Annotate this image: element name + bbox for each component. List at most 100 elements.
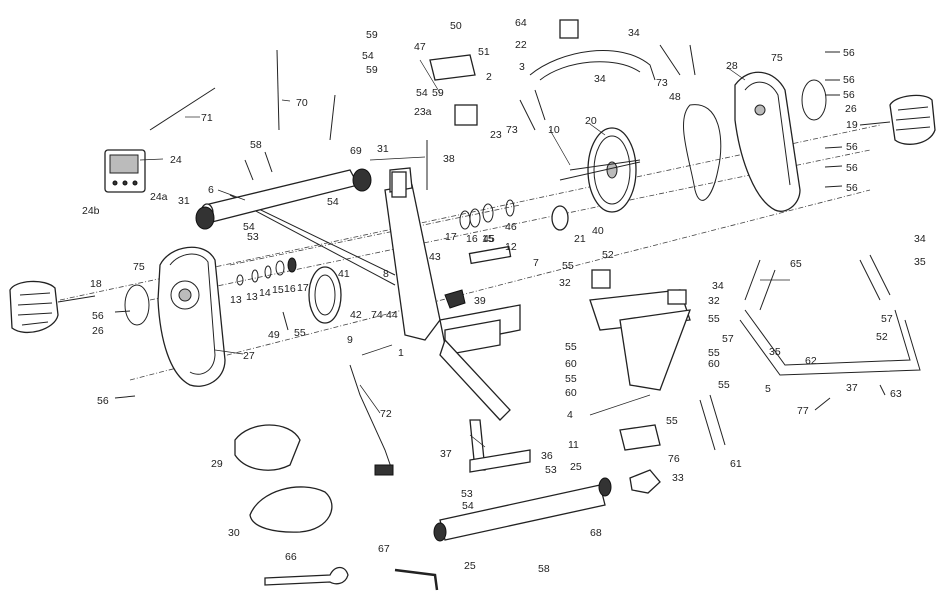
label-15a: 15 [272, 284, 284, 296]
label-25a: 25 [570, 461, 582, 473]
label-74: 74 [371, 309, 383, 321]
label-54e: 54 [462, 500, 474, 512]
label-52b: 52 [876, 331, 888, 343]
label-19: 19 [846, 119, 858, 131]
label-28: 28 [726, 60, 738, 72]
label-56f: 56 [846, 182, 858, 194]
label-73b: 73 [656, 77, 668, 89]
label-56d: 56 [846, 141, 858, 153]
label-14: 14 [259, 287, 271, 299]
flywheel-pulley [559, 127, 641, 213]
label-5: 5 [765, 383, 771, 395]
label-57b: 57 [722, 333, 734, 345]
label-54a: 54 [362, 50, 374, 62]
label-12: 12 [505, 241, 517, 253]
label-40: 40 [592, 225, 604, 237]
label-46: 46 [505, 221, 517, 233]
label-41: 41 [338, 268, 350, 280]
label-24: 24 [170, 154, 182, 166]
label-56g: 56 [92, 310, 104, 322]
label-25b: 25 [464, 560, 476, 572]
label-55d: 55 [708, 313, 720, 325]
label-44: 44 [386, 309, 398, 321]
label-18: 18 [90, 278, 102, 290]
label-60a: 60 [565, 358, 577, 370]
label-43: 43 [429, 251, 441, 263]
label-54d: 54 [243, 221, 255, 233]
label-52a: 52 [602, 249, 614, 261]
label-72: 72 [380, 408, 392, 420]
label-77: 77 [797, 405, 809, 417]
main-frame [229, 167, 531, 473]
handlebar [519, 44, 696, 131]
label-66: 66 [285, 551, 297, 563]
label-24b: 24b [82, 205, 100, 217]
label-13b: 13 [246, 291, 258, 303]
label-55g: 55 [718, 379, 730, 391]
label-16b: 16 [466, 233, 478, 245]
label-21: 21 [574, 233, 586, 245]
label-11: 11 [568, 439, 579, 451]
label-53c: 53 [545, 464, 557, 476]
backrest-cushion [249, 486, 333, 533]
label-22: 22 [515, 39, 527, 51]
seat-back-frame [739, 254, 921, 376]
label-75b: 75 [771, 52, 783, 64]
label-27: 27 [243, 350, 255, 362]
label-55e: 55 [708, 347, 720, 359]
screws [114, 51, 886, 411]
label-23a: 23a [414, 106, 432, 118]
right-pedal [859, 94, 936, 145]
label-10: 10 [548, 124, 560, 136]
knob-bracket [619, 394, 726, 494]
label-35a: 35 [769, 346, 781, 358]
label-53a: 53 [247, 231, 259, 243]
label-16a: 16 [284, 283, 296, 295]
rear-stabilizer [433, 477, 612, 542]
label-62: 62 [805, 355, 817, 367]
small-blocks [444, 269, 687, 309]
label-55b: 55 [562, 260, 574, 272]
label-56h: 56 [97, 395, 109, 407]
label-31a: 31 [178, 195, 190, 207]
label-24a: 24a [150, 191, 168, 203]
tension-cable [349, 364, 393, 471]
label-59a: 59 [366, 29, 378, 41]
label-42: 42 [350, 309, 362, 321]
label-1: 1 [398, 347, 404, 359]
label-17b: 17 [445, 231, 457, 243]
wrench-tool [264, 566, 349, 586]
label-57a: 57 [881, 313, 893, 325]
label-38: 38 [443, 153, 455, 165]
label-76: 76 [668, 453, 680, 465]
label-9: 9 [347, 334, 353, 346]
label-68: 68 [590, 527, 602, 539]
label-60c: 60 [708, 358, 720, 370]
label-64: 64 [515, 17, 527, 29]
label-55c: 55 [565, 341, 577, 353]
rollers [195, 168, 372, 230]
crank-rings [124, 79, 827, 326]
label-29: 29 [211, 458, 223, 470]
label-60b: 60 [565, 387, 577, 399]
label-35b: 35 [914, 256, 926, 268]
label-55h: 55 [666, 415, 678, 427]
label-73a: 73 [506, 124, 518, 136]
label-51: 51 [478, 46, 490, 58]
label-65: 65 [790, 258, 802, 270]
label-59b: 59 [366, 64, 378, 76]
allen-key [394, 568, 439, 591]
bearing-stack [236, 199, 569, 286]
label-26a: 26 [92, 325, 104, 337]
label-45: 45 [483, 233, 495, 245]
label-23: 23 [490, 129, 502, 141]
label-75a: 75 [133, 261, 145, 273]
label-63: 63 [890, 388, 902, 400]
left-shroud [157, 246, 226, 387]
label-13a: 13 [230, 294, 242, 306]
label-3: 3 [519, 61, 525, 73]
seat-carriage [589, 289, 691, 391]
label-58a: 58 [250, 139, 262, 151]
label-55a: 55 [294, 327, 306, 339]
